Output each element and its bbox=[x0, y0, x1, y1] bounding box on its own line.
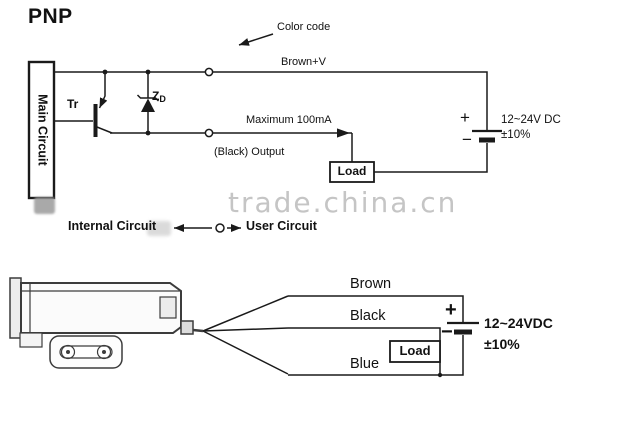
color-code-arrow bbox=[238, 33, 274, 46]
supply-voltage-label: 12~24V DC bbox=[501, 114, 561, 126]
battery-minus-sign: − bbox=[462, 130, 472, 149]
watermark-smudge bbox=[34, 197, 55, 214]
battery-plus-sign: + bbox=[460, 108, 470, 127]
legend-internal-label: Internal Circuit bbox=[68, 219, 157, 233]
watermark-smudge bbox=[147, 221, 171, 236]
load-box bbox=[329, 161, 375, 183]
zener-label: ZD bbox=[152, 89, 166, 104]
junction-dot bbox=[437, 372, 443, 378]
transistor-bar bbox=[93, 104, 98, 137]
supply2-tolerance-label: ±10% bbox=[484, 336, 520, 352]
color-code-label: Color code bbox=[277, 21, 331, 33]
zener-bar bbox=[136, 94, 160, 102]
junction-dot bbox=[145, 130, 151, 136]
legend-user-label: User Circuit bbox=[246, 219, 317, 233]
wire-blue-label: Blue bbox=[350, 356, 380, 372]
supply-tolerance-label: ±10% bbox=[501, 129, 531, 141]
zener-triangle bbox=[141, 98, 155, 112]
wire-brown-line bbox=[288, 295, 464, 322]
wire-black-label: Black bbox=[350, 308, 386, 324]
boundary-circle-top bbox=[204, 67, 214, 77]
watermark-text: trade.china.cn bbox=[228, 186, 458, 219]
load-box-bottom bbox=[389, 340, 441, 363]
boundary-circle-output bbox=[204, 128, 214, 138]
battery-bottom-wire bbox=[374, 143, 488, 173]
max-current-label: Maximum 100mA bbox=[246, 114, 332, 126]
legend-circle bbox=[215, 223, 225, 233]
output-arrowhead bbox=[337, 128, 350, 138]
supply2-voltage-label: 12~24VDC bbox=[484, 315, 553, 331]
brown-plus-v-label: Brown+V bbox=[281, 56, 326, 68]
battery2-plus-sign: + bbox=[445, 299, 457, 321]
load-label-bottom: Load bbox=[399, 343, 431, 359]
wire-blue-line bbox=[288, 335, 464, 376]
wire-brown-label: Brown bbox=[350, 276, 392, 292]
fan-wires bbox=[202, 295, 289, 375]
battery2-minus-sign: − bbox=[441, 321, 453, 343]
sensor-illustration bbox=[9, 277, 204, 369]
top-supply-wire bbox=[54, 71, 488, 130]
page-title: PNP bbox=[28, 5, 73, 28]
transistor-collector bbox=[96, 126, 113, 134]
load-label: Load bbox=[337, 164, 367, 179]
transistor-label: Tr bbox=[67, 97, 79, 111]
transistor-emitter bbox=[98, 72, 108, 109]
black-output-label: (Black) Output bbox=[214, 146, 285, 158]
main-circuit-label: Main Circuit bbox=[35, 94, 50, 166]
